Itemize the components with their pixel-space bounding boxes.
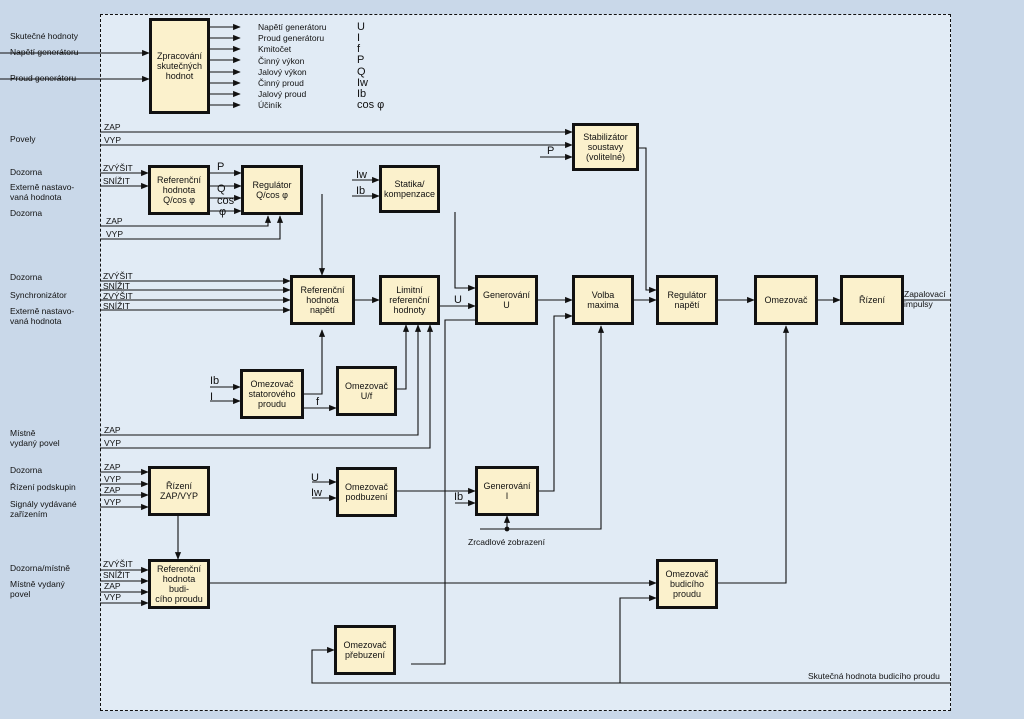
- output-name: Činný výkon: [258, 56, 305, 66]
- output-symbol: Iw: [357, 77, 368, 89]
- signal-vyp: VYP: [104, 474, 122, 484]
- signal-snizit: SNÍŽIT: [103, 176, 130, 186]
- signal-zap: ZAP: [104, 122, 121, 132]
- label-dozorna-4: Dozorna: [10, 465, 43, 475]
- label-externe-1: Externě nastavo- vaná hodnota: [10, 182, 75, 202]
- signal-zvysit: ZVÝŠIT: [103, 163, 133, 173]
- signal-snizit: SNÍŽIT: [103, 281, 130, 291]
- output-name: Jalový výkon: [258, 67, 307, 77]
- signal-vyp: VYP: [104, 497, 122, 507]
- label-dozorna-1: Dozorna: [10, 167, 43, 177]
- signal-cos: cos: [217, 195, 235, 207]
- gen-i-block: Generování I: [475, 466, 539, 516]
- ref-q-block: Referenční hodnota Q/cos φ: [148, 165, 210, 215]
- output-name: Účiník: [258, 100, 282, 110]
- signal-u: U: [311, 472, 319, 484]
- label-signaly: Signály vydávané zařízením: [10, 499, 77, 519]
- output-name: Činný proud: [258, 78, 304, 88]
- signal-zap: ZAP: [104, 485, 121, 495]
- label-povely: Povely: [10, 134, 36, 144]
- signal-vyp: VYP: [104, 135, 122, 145]
- signal-zap: ZAP: [104, 462, 121, 472]
- statika-block: Statika/ kompenzace: [379, 165, 440, 213]
- label-zapalovaci-impulsy: Zapalovací impulsy: [904, 289, 946, 309]
- output-symbol: P: [357, 54, 365, 66]
- signal-ib: Ib: [210, 375, 220, 387]
- label-napeti-generatoru: Napětí generátoru: [10, 47, 79, 57]
- output-symbol: Q: [357, 66, 366, 78]
- reg-q-block: Regulátor Q/cos φ: [241, 165, 303, 215]
- signal-vyp: VYP: [104, 438, 122, 448]
- omezovac-block: Omezovač: [754, 275, 818, 325]
- processing-block: Zpracování skutečných hodnot: [149, 18, 210, 114]
- signal-iw: Iw: [311, 487, 322, 499]
- output-name: Napětí generátoru: [258, 22, 327, 32]
- omez-preb-block: Omezovač přebuzení: [334, 625, 396, 675]
- label-mistne-vydany: Místně vydaný povel: [10, 579, 65, 599]
- signal-q: Q: [217, 183, 226, 195]
- output-name: Jalový proud: [258, 89, 307, 99]
- omez-uf-block: Omezovač U/f: [336, 366, 397, 416]
- signal-f: f: [316, 396, 320, 408]
- signal-zap: ZAP: [106, 216, 123, 226]
- signal-u: U: [454, 294, 462, 306]
- label-proud-generatoru: Proud generátoru: [10, 73, 77, 83]
- omez-stat-block: Omezovač statorového proudu: [240, 369, 304, 419]
- signal-p: P: [547, 145, 555, 157]
- signal-zap: ZAP: [104, 425, 121, 435]
- signal-phi: φ: [219, 206, 227, 218]
- signal-snizit: SNÍŽIT: [103, 570, 130, 580]
- rizeni-block: Řízení: [840, 275, 904, 325]
- label-externe-2: Externě nastavo- vaná hodnota: [10, 306, 75, 326]
- label-rizeni-podskupin: Řízení podskupin: [10, 482, 76, 492]
- label-dozorna-3: Dozorna: [10, 272, 43, 282]
- gen-u-block: Generování U: [475, 275, 538, 325]
- label-dozorna-mistne: Dozorna/místně: [10, 563, 70, 573]
- ref-bud-block: Referenční hodnota budi- cího proudu: [148, 559, 210, 609]
- signal-zvysit: ZVÝŠIT: [103, 291, 133, 301]
- output-symbol: I: [357, 32, 361, 44]
- volba-block: Volba maxima: [572, 275, 634, 325]
- output-name: Proud generátoru: [258, 33, 325, 43]
- signal-zvysit: ZVÝŠIT: [103, 271, 133, 281]
- output-symbol: f: [357, 43, 361, 55]
- signal-zvysit: ZVÝŠIT: [103, 559, 133, 569]
- label-dozorna-2: Dozorna: [10, 208, 43, 218]
- output-name: Kmitočet: [258, 44, 292, 54]
- signal-vyp: VYP: [106, 229, 124, 239]
- label-skutecna-hodnota-bud: Skutečná hodnota budicího proudu: [808, 671, 940, 681]
- reg-u-block: Regulátor napětí: [656, 275, 718, 325]
- stabilizer-block: Stabilizátor soustavy (volitelné): [572, 123, 639, 171]
- label-skutecne-hodnoty: Skutečné hodnoty: [10, 31, 79, 41]
- signal-i: I: [210, 391, 214, 403]
- omez-podb-block: Omezovač podbuzení: [336, 467, 397, 517]
- label-zrcadlove-zobrazeni: Zrcadlové zobrazení: [468, 537, 546, 547]
- output-symbol: cos φ: [357, 99, 385, 111]
- lim-ref-block: Limitní referenční hodnoty: [379, 275, 440, 325]
- rizeni-zap-block: Řízení ZAP/VYP: [148, 466, 210, 516]
- label-synchronizator: Synchronizátor: [10, 290, 67, 300]
- ref-u-block: Referenční hodnota napětí: [290, 275, 355, 325]
- omez-bud-block: Omezovač budicího proudu: [656, 559, 718, 609]
- output-symbol: Ib: [357, 88, 367, 100]
- signal-snizit: SNÍŽIT: [103, 301, 130, 311]
- signal-vyp: VYP: [104, 592, 122, 602]
- signal-ib: Ib: [454, 491, 464, 503]
- controller-boundary: [100, 14, 951, 711]
- signal-iw: Iw: [356, 169, 367, 181]
- signal-ib: Ib: [356, 185, 366, 197]
- label-mistne: Místně vydaný povel: [10, 428, 60, 448]
- output-symbol: U: [357, 21, 365, 33]
- signal-zap: ZAP: [104, 581, 121, 591]
- signal-p: P: [217, 161, 225, 173]
